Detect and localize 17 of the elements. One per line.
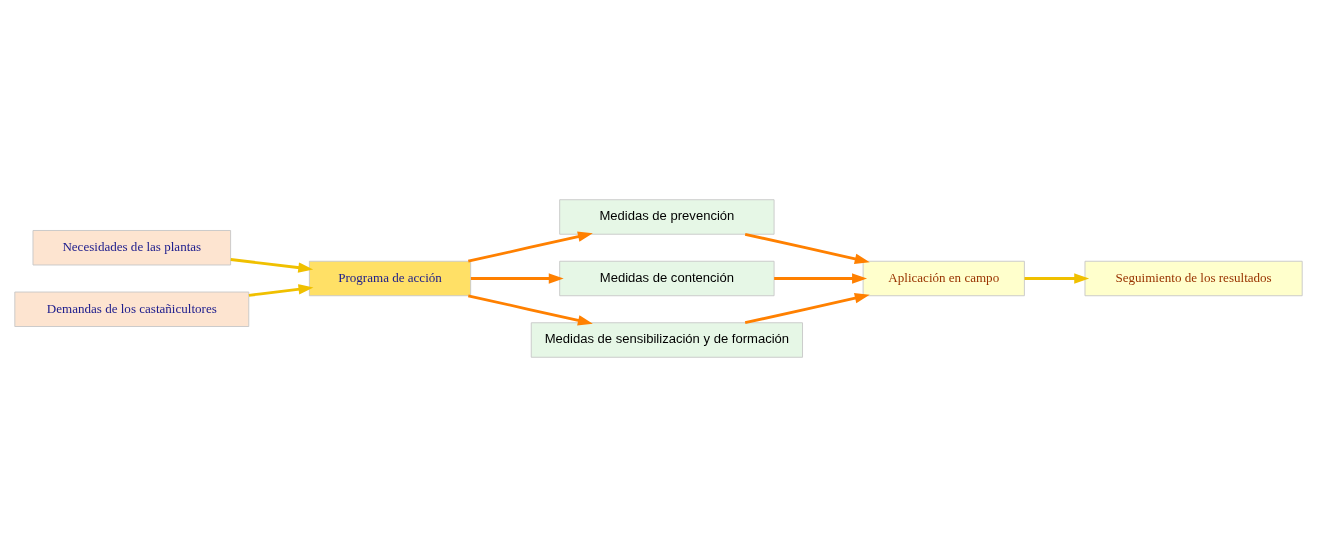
arrow	[468, 293, 593, 326]
arrow	[248, 283, 314, 297]
node-box: Medidas de sensibilización y de formación	[530, 321, 803, 358]
node-box: Medidas de prevención	[559, 198, 775, 235]
node-box: Aplicación en campo	[862, 260, 1025, 296]
node-box: Programa de acción	[308, 260, 472, 296]
node-box: Medidas de contención	[559, 260, 775, 296]
arrow	[774, 272, 868, 284]
arrow	[230, 257, 314, 273]
arrow	[1024, 272, 1090, 284]
arrow	[744, 232, 870, 264]
arrow	[468, 230, 593, 263]
arrow	[470, 272, 564, 284]
node-box: Necesidades de las plantas	[32, 229, 232, 265]
node-box: Seguimiento de los resultados	[1084, 260, 1303, 296]
arrow	[744, 292, 870, 324]
node-box: Demandas de los castañicultores	[14, 291, 250, 327]
